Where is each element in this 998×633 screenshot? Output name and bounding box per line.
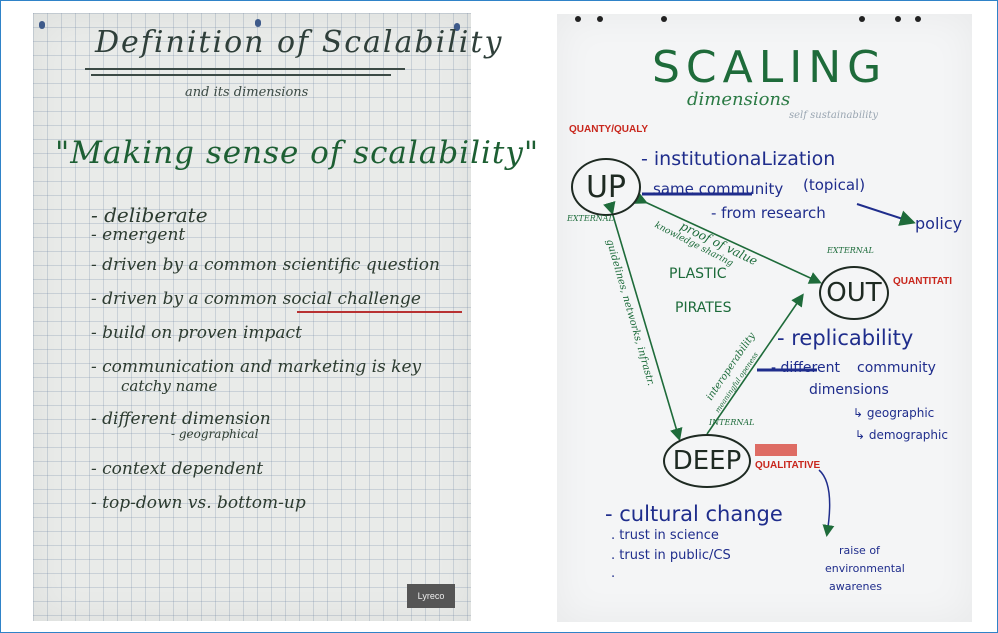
hole-dot bbox=[895, 16, 901, 22]
awareness-line3: awarenes bbox=[829, 580, 882, 593]
hole-dot bbox=[575, 16, 581, 22]
bullet-item: - context dependent bbox=[91, 459, 264, 479]
external-out-label: EXTERNAL bbox=[827, 246, 874, 255]
pin-icon bbox=[255, 19, 261, 27]
flipchart-subtitle: and its dimensions bbox=[185, 85, 309, 100]
bullet-item: - different dimension bbox=[91, 409, 271, 429]
flipchart-scaling: SCALING dimensions self sustainability Q… bbox=[557, 14, 972, 622]
bullet-item: - build on proven impact bbox=[91, 323, 302, 343]
deep-line4: . bbox=[611, 566, 616, 581]
red-underline bbox=[297, 311, 462, 313]
up-line2-paren: (topical) bbox=[803, 176, 866, 194]
up-line2: same community bbox=[653, 180, 784, 198]
bullet-item: - driven by a common scientific question bbox=[91, 255, 440, 275]
out-line2b: community bbox=[857, 360, 936, 376]
up-line1: - institutionaLization bbox=[641, 148, 836, 170]
bullet-item: - emergent bbox=[91, 225, 186, 245]
awareness-line2: environmental bbox=[825, 562, 905, 575]
bullet-item: - geographical bbox=[171, 427, 259, 441]
bullet-item: - communication and marketing is key bbox=[91, 357, 422, 377]
self-sustainability-note: self sustainability bbox=[789, 110, 879, 121]
qualitative-label: QUALITATIVE bbox=[755, 460, 821, 471]
node-up: UP bbox=[571, 158, 641, 216]
external-up-label: EXTERNAL bbox=[567, 214, 614, 223]
center-label-line2: PIRATES bbox=[675, 300, 732, 316]
internal-label: INTERNAL bbox=[709, 418, 755, 427]
flipchart-title: Definition of Scalability bbox=[95, 25, 504, 60]
center-label-line1: PLASTIC bbox=[669, 266, 727, 282]
flipchart-definition: Definition of Scalability and its dimens… bbox=[33, 13, 538, 621]
node-out: OUT bbox=[819, 266, 889, 320]
bullet-item: - top-down vs. bottom-up bbox=[91, 493, 306, 513]
title-underline bbox=[91, 74, 391, 76]
deep-line1: - cultural change bbox=[605, 502, 783, 526]
demographic-label: ↳ demographic bbox=[855, 428, 948, 442]
quote-text: "Making sense of scalability" bbox=[55, 135, 540, 171]
chart-subtitle: dimensions bbox=[687, 89, 791, 110]
deep-line3: . trust in public/CS bbox=[611, 548, 731, 563]
up-line3: - from research bbox=[711, 204, 826, 222]
pin-icon bbox=[454, 23, 460, 31]
quantitative-label: QUANTITATI bbox=[893, 276, 953, 287]
title-underline bbox=[85, 68, 405, 70]
hole-dot bbox=[915, 16, 921, 22]
brand-logo: Lyreco bbox=[407, 584, 455, 608]
awareness-line1: raise of bbox=[839, 544, 880, 557]
quanty-qualy-label: QUANTY/QUALY bbox=[569, 124, 649, 135]
chart-title: SCALING bbox=[652, 42, 888, 93]
hole-dot bbox=[597, 16, 603, 22]
bullet-item: - driven by a common social challenge bbox=[91, 289, 421, 309]
policy-label: policy bbox=[915, 214, 963, 233]
out-line2: - different bbox=[771, 360, 840, 376]
hole-dot bbox=[859, 16, 865, 22]
hole-dot bbox=[661, 16, 667, 22]
out-line1: - replicability bbox=[777, 326, 914, 350]
bullet-item: catchy name bbox=[121, 377, 218, 395]
deep-line2: . trust in science bbox=[611, 528, 719, 543]
pin-icon bbox=[39, 21, 45, 29]
arrow-diagram bbox=[603, 192, 916, 537]
bullet-item: - deliberate bbox=[91, 203, 208, 227]
node-deep: DEEP bbox=[663, 434, 751, 488]
geographic-label: ↳ geographic bbox=[853, 406, 935, 420]
out-line3: dimensions bbox=[809, 382, 889, 398]
